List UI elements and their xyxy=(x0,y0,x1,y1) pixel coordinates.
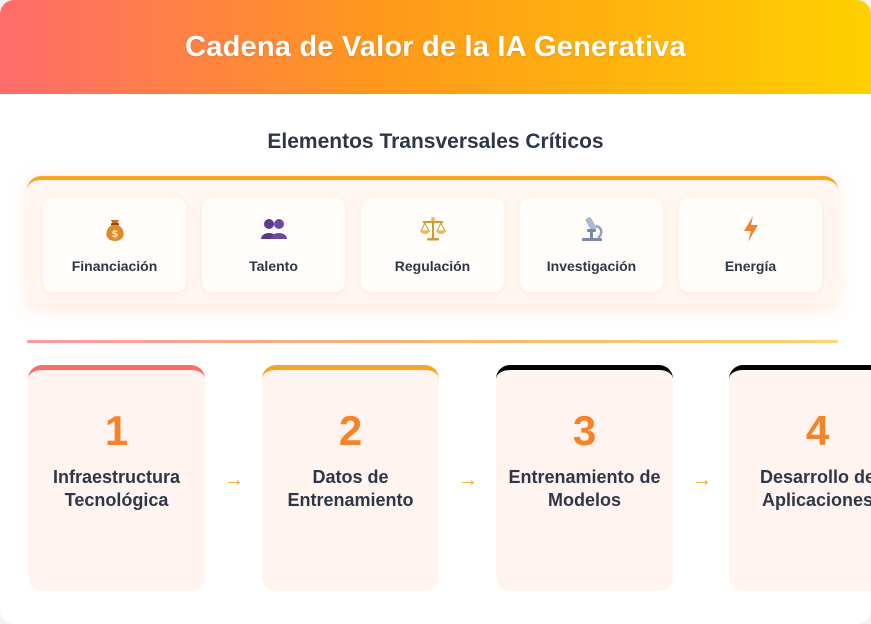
step-label: Entrenamiento de Modelos xyxy=(508,467,661,510)
transversal-item-label: Regulación xyxy=(394,258,471,274)
transversal-item-financiacion: $ Financiación xyxy=(43,198,186,292)
step-card-4: 4 Desarrollo de Aplicaciones xyxy=(729,365,871,591)
svg-text:$: $ xyxy=(111,229,118,240)
transversal-item-investigacion: Investigación xyxy=(520,198,663,292)
lightning-icon xyxy=(736,214,766,244)
page-title: Cadena de Valor de la IA Generativa xyxy=(185,30,686,63)
people-icon xyxy=(259,214,289,244)
step-label: Datos de Entrenamiento xyxy=(287,467,414,510)
step-number: 2 xyxy=(338,407,363,454)
step-card-2: 2 Datos de Entrenamiento xyxy=(262,365,439,591)
transversal-section-title: Elementos Transversales Críticos xyxy=(267,130,604,153)
transversal-item-label: Financiación xyxy=(71,258,158,274)
microscope-icon xyxy=(577,214,607,244)
section-divider xyxy=(27,340,838,343)
arrow-right-icon: → xyxy=(224,468,244,491)
transversal-panel: $ Financiación Talento xyxy=(27,176,838,304)
scales-icon xyxy=(418,214,448,244)
transversal-item-talento: Talento xyxy=(202,198,345,292)
step-label: Infraestructura Tecnológica xyxy=(52,467,181,510)
transversal-item-label: Talento xyxy=(249,258,298,274)
step-card-1: 1 Infraestructura Tecnológica xyxy=(28,365,205,591)
arrow-right-icon: → xyxy=(692,468,712,491)
step-number: 3 xyxy=(572,407,597,454)
transversal-item-regulacion: Regulación xyxy=(361,198,504,292)
arrow-right-icon: → xyxy=(458,468,478,491)
transversal-item-label: Investigación xyxy=(546,258,637,274)
step-label: Desarrollo de Aplicaciones xyxy=(759,467,871,510)
transversal-item-label: Energía xyxy=(724,258,777,274)
step-number: 1 xyxy=(104,407,129,454)
header-banner: Cadena de Valor de la IA Generativa xyxy=(0,0,871,94)
step-number: 4 xyxy=(805,407,830,454)
transversal-item-energia: Energía xyxy=(679,198,822,292)
money-bag-icon: $ xyxy=(100,214,130,244)
step-card-3: 3 Entrenamiento de Modelos xyxy=(496,365,673,591)
